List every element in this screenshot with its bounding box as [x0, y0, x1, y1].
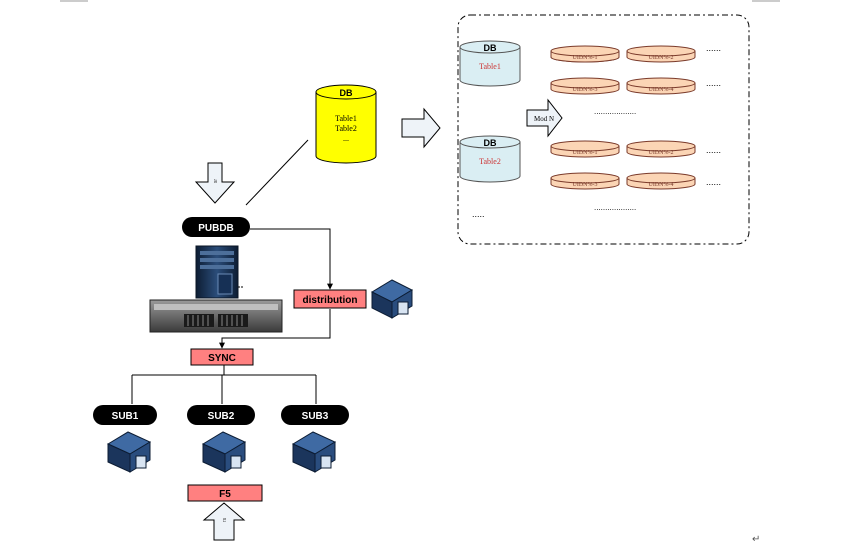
shard-2-4: UIDN%-4: [626, 172, 696, 190]
sub2-node: SUB2: [187, 405, 255, 425]
sub1-node: SUB1: [93, 405, 157, 425]
tower-server-icon: [195, 245, 244, 299]
db-main-table-2: Table2: [335, 124, 357, 133]
shard-1-1: UIDN%-1: [550, 45, 620, 63]
row-ellipsis-3: ......: [706, 145, 721, 155]
shard-1-1-label: UIDN%-1: [573, 55, 598, 61]
row-ellipsis-1: ......: [706, 43, 721, 53]
db-main-title: DB: [340, 88, 353, 98]
sub1-label: SUB1: [112, 411, 139, 422]
db-main-table-1: Table1: [335, 114, 357, 123]
mod-n-arrow: Mod N: [526, 98, 563, 138]
shard-2-2-label: UIDN%-2: [649, 150, 674, 156]
rack-server-icon: [149, 299, 283, 333]
shard-1-4: UIDN%-4: [626, 77, 696, 95]
distribution-server-icon: [370, 279, 414, 319]
shard-right-arrow: [401, 107, 441, 149]
f5-label: F5: [219, 489, 231, 500]
distribution-label: distribution: [303, 295, 358, 306]
connector-lines: [131, 139, 333, 404]
sub3-label: SUB3: [302, 411, 329, 422]
db-main-cylinder: DB Table1 Table2 ...: [315, 84, 377, 164]
sub1-server-icon: [106, 431, 152, 473]
shard-1-3-label: UIDN%-3: [573, 87, 598, 93]
bottom-up-arrow: rs: [202, 502, 246, 541]
pubdb-node: PUBDB: [182, 217, 250, 237]
top-down-arrow: sr: [194, 162, 236, 204]
shard-2-2: UIDN%-2: [626, 140, 696, 158]
shard-2-1-label: UIDN%-1: [573, 150, 598, 156]
shard-1-4-label: UIDN%-4: [649, 87, 674, 93]
shard-db-1: DB Table1: [459, 40, 521, 87]
shard-panel: DB Table1 DB Table2 Mod N UIDN%-1 UIDN%-…: [457, 14, 750, 245]
sync-node: SYNC: [190, 348, 254, 366]
top-arrow-text: sr: [213, 179, 219, 184]
sub3-server-icon: [291, 431, 337, 473]
row-ellipsis-4: ......: [706, 177, 721, 187]
sync-label: SYNC: [208, 353, 236, 364]
shard-1-3: UIDN%-3: [550, 77, 620, 95]
shard-1-2: UIDN%-2: [626, 45, 696, 63]
shard-2-3-label: UIDN%-3: [573, 182, 598, 188]
f5-node: F5: [187, 484, 263, 502]
shard-db-2: DB Table2: [459, 135, 521, 183]
mid-ellipsis-2: ...................: [594, 203, 636, 212]
shard-db-2-title: DB: [484, 138, 497, 148]
shard-db-1-title: DB: [484, 43, 497, 53]
shard-1-2-label: UIDN%-2: [649, 55, 674, 61]
paragraph-return-mark: ↵: [752, 534, 760, 545]
shard-2-3: UIDN%-3: [550, 172, 620, 190]
shard-db-2-table: Table2: [479, 157, 501, 166]
row-ellipsis-2: ......: [706, 78, 721, 88]
pubdb-label: PUBDB: [198, 223, 234, 234]
mid-ellipsis-1: ...................: [594, 107, 636, 116]
bottom-arrow-text: rs: [222, 517, 228, 522]
db-main-more: ...: [343, 134, 349, 143]
sub2-server-icon: [201, 431, 247, 473]
shard-2-4-label: UIDN%-4: [649, 182, 674, 188]
sub3-node: SUB3: [281, 405, 349, 425]
sub2-label: SUB2: [208, 411, 235, 422]
distribution-node: distribution: [293, 289, 367, 309]
shard-db-1-table: Table1: [479, 62, 501, 71]
bottom-left-ellipsis: .....: [472, 209, 485, 219]
shard-2-1: UIDN%-1: [550, 140, 620, 158]
mod-n-label: Mod N: [534, 115, 554, 123]
